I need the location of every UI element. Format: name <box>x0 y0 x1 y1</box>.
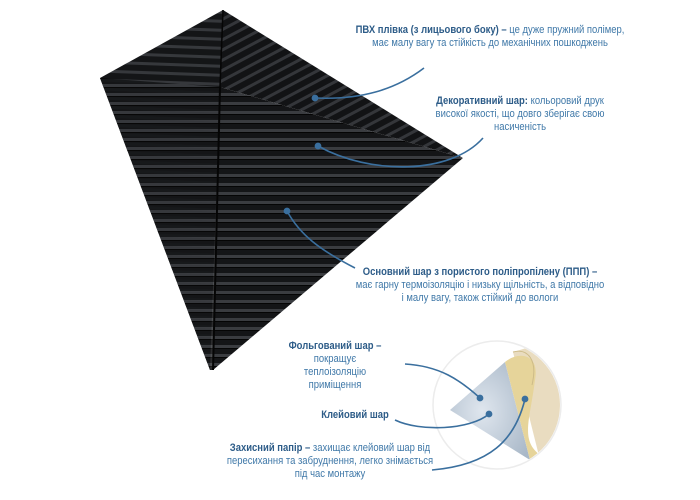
leader-decor <box>317 137 484 168</box>
leader-lines <box>283 67 529 471</box>
annotation-title: Декоративний шар: <box>436 95 528 107</box>
annotation-title: Фольгований шар – <box>288 340 382 352</box>
annotation-text: покращує теплоізоляцію приміщення <box>303 353 367 391</box>
annotation-pvc-film: ПВХ плівка (з лицьового боку) – це дуже … <box>352 24 627 50</box>
annotation-title: ПВХ плівка (з лицьового боку) – <box>355 24 507 36</box>
leader-foil <box>404 363 481 399</box>
annotation-adhesive-layer: Клейовий шар <box>308 409 403 422</box>
leader-pvc <box>314 67 425 100</box>
annotation-text: це дуже пружний полімер, має малу вагу т… <box>372 24 625 49</box>
leader-adhesive <box>394 413 490 429</box>
annotation-text: захищає клейовий шар від пересихання та … <box>226 442 434 480</box>
annotation-title: Клейовий шар <box>321 409 389 421</box>
annotation-foil-layer: Фольгований шар – покращує теплоізоляцію… <box>283 340 386 392</box>
annotation-protective-paper: Захисний папір – захищає клейовий шар ві… <box>223 442 438 481</box>
wall-panel <box>100 9 463 371</box>
leader-base <box>286 210 356 269</box>
panel-right-face <box>213 87 463 370</box>
annotation-text: має гарну термоізоляцію і низьку щільніс… <box>355 279 605 304</box>
panel-top-chevron <box>220 10 463 158</box>
leader-paper <box>431 398 526 471</box>
annotation-text: кольоровий друк високої якості, що довго… <box>435 95 605 133</box>
annotation-title: Захисний папір – <box>229 442 311 454</box>
annotation-base-layer: Основний шар з пористого поліпропілену (… <box>355 266 604 305</box>
layer-detail-circle <box>432 340 562 470</box>
annotation-title: Основний шар з пористого поліпропілену (… <box>362 266 598 278</box>
annotation-decorative-layer: Декоративний шар: кольоровий друк високо… <box>434 95 606 134</box>
